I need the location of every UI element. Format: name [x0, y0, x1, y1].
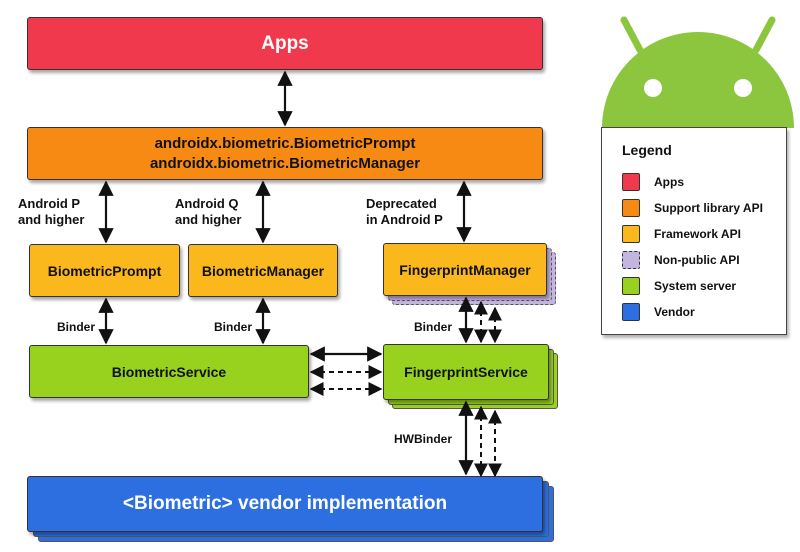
biometric-prompt-box: BiometricPrompt	[29, 244, 180, 297]
android-q-label: Android Q and higher	[175, 196, 241, 228]
biometric-service-label: BiometricService	[111, 363, 227, 380]
fingerprint-manager-label: FingerprintManager	[399, 261, 531, 278]
legend-item-nonpublic: Non-public API	[622, 250, 740, 270]
legend-item-framework: Framework API	[622, 224, 741, 244]
legend-item-apps: Apps	[622, 172, 684, 192]
legend-swatch-system	[622, 277, 640, 295]
legend-swatch-framework	[622, 225, 640, 243]
legend-panel: Legend Apps Support library API Framewor…	[601, 127, 787, 335]
legend-swatch-nonpublic	[622, 251, 640, 269]
legend-swatch-apps	[622, 173, 640, 191]
biometric-manager-box: BiometricManager	[188, 244, 338, 297]
legend-item-vendor: Vendor	[622, 302, 695, 322]
fingerprint-service-box: FingerprintService	[383, 344, 549, 400]
fingerprint-manager-box: FingerprintManager	[383, 243, 547, 296]
legend-label-nonpublic: Non-public API	[654, 253, 740, 267]
support-library-box: androidx.biometric.BiometricPrompt andro…	[27, 127, 543, 180]
hwbinder-label: HWBinder	[394, 432, 452, 446]
deprecated-line-1: Deprecated	[366, 196, 437, 211]
android-q-line-1: Android Q	[175, 196, 239, 211]
android-logo-icon	[602, 16, 794, 128]
apps-label: Apps	[261, 32, 309, 54]
android-p-line-1: Android P	[18, 196, 81, 211]
deprecated-label: Deprecated in Android P	[366, 196, 443, 228]
legend-label-support: Support library API	[654, 201, 763, 215]
android-p-line-2: and higher	[18, 212, 85, 227]
legend-title: Legend	[622, 142, 672, 158]
vendor-label: <Biometric> vendor implementation	[122, 493, 448, 514]
android-p-label: Android P and higher	[18, 196, 84, 228]
legend-swatch-support	[622, 199, 640, 217]
biometric-manager-label: BiometricManager	[201, 262, 325, 279]
legend-item-support: Support library API	[622, 198, 763, 218]
deprecated-line-2: in Android P	[366, 212, 443, 227]
biometric-service-box: BiometricService	[29, 345, 309, 398]
legend-label-system: System server	[654, 279, 737, 293]
binder-label-1: Binder	[57, 320, 96, 334]
android-q-line-2: and higher	[175, 212, 242, 227]
binder-label-2: Binder	[214, 320, 253, 334]
apps-box: Apps	[27, 17, 543, 70]
legend-swatch-vendor	[622, 303, 640, 321]
legend-item-system: System server	[622, 276, 736, 296]
legend-label-vendor: Vendor	[654, 305, 695, 319]
binder-label-3: Binder	[414, 320, 453, 334]
biometric-prompt-label: BiometricPrompt	[47, 262, 162, 279]
legend-label-framework: Framework API	[654, 227, 741, 241]
fingerprint-service-label: FingerprintService	[404, 364, 528, 380]
vendor-box: <Biometric> vendor implementation	[27, 476, 543, 532]
support-library-line-1: androidx.biometric.BiometricPrompt	[154, 134, 416, 152]
support-library-line-2: androidx.biometric.BiometricManager	[149, 154, 421, 172]
legend-label-apps: Apps	[654, 175, 684, 189]
